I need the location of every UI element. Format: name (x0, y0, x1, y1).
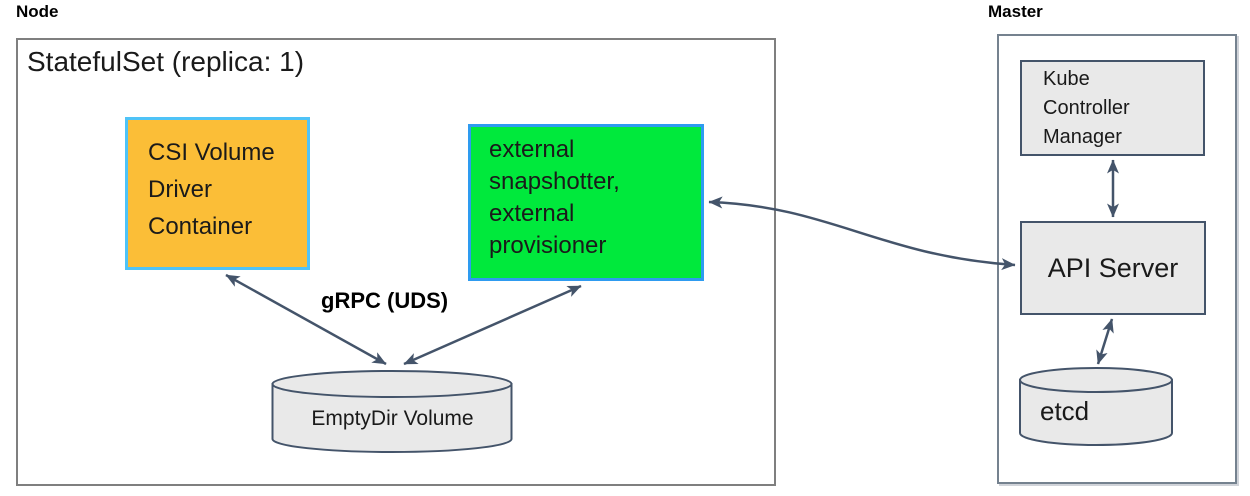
csi-volume-driver-container-box: CSI Volume Driver Container (125, 117, 310, 270)
kube-controller-manager-box: Kube Controller Manager (1020, 60, 1205, 156)
node-section-label: Node (16, 2, 59, 21)
external-snapshotter-provisioner-box: external snapshotter, external provision… (468, 124, 704, 281)
etcd-label: etcd (1040, 396, 1090, 426)
statefulset-title: StatefulSet (replica: 1) (27, 46, 305, 77)
emptydir-volume-label: EmptyDir Volume (311, 407, 474, 430)
grpc-uds-label: gRPC (UDS) (321, 288, 449, 313)
api-server-box: API Server (1020, 221, 1206, 315)
master-section-label: Master (988, 2, 1043, 21)
